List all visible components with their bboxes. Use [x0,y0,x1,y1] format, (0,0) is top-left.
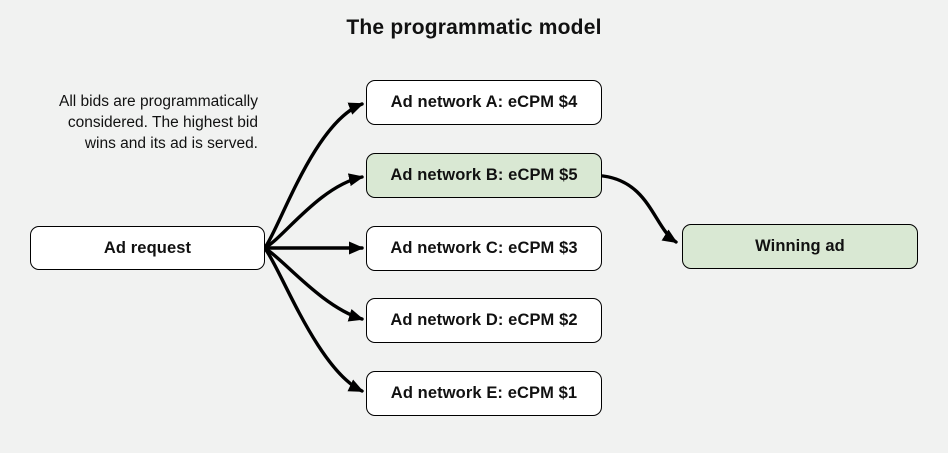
arrow-b-to-winning [601,174,678,244]
ad-request-label: Ad request [103,238,192,257]
network-node-c: Ad network C: eCPM $3 [366,226,602,271]
diagram-title: The programmatic model [346,16,602,39]
network-node-d: Ad network D: eCPM $2 [366,298,602,343]
ad-request-node: Ad request [30,226,265,270]
arrow-request-to-d [264,247,364,322]
arrow-request-to-e [264,248,364,393]
winning-ad-label: Winning ad [755,237,845,255]
winning-ad-node: Winning ad [682,224,918,269]
network-node-b-label: Ad network B: eCPM $5 [390,166,578,184]
network-node-a: Ad network A: eCPM $4 [366,80,602,125]
arrow-request-to-a [264,102,364,248]
network-node-a-label: Ad network A: eCPM $4 [390,93,578,111]
network-node-e: Ad network E: eCPM $1 [366,371,602,416]
network-node-d-label: Ad network D: eCPM $2 [390,311,578,329]
arrow-request-to-b [264,173,364,249]
description-text: All bids are programmatically considered… [59,93,258,152]
network-node-b: Ad network B: eCPM $5 [366,153,602,198]
network-node-e-label: Ad network E: eCPM $1 [390,384,578,402]
network-node-c-label: Ad network C: eCPM $3 [390,239,578,257]
